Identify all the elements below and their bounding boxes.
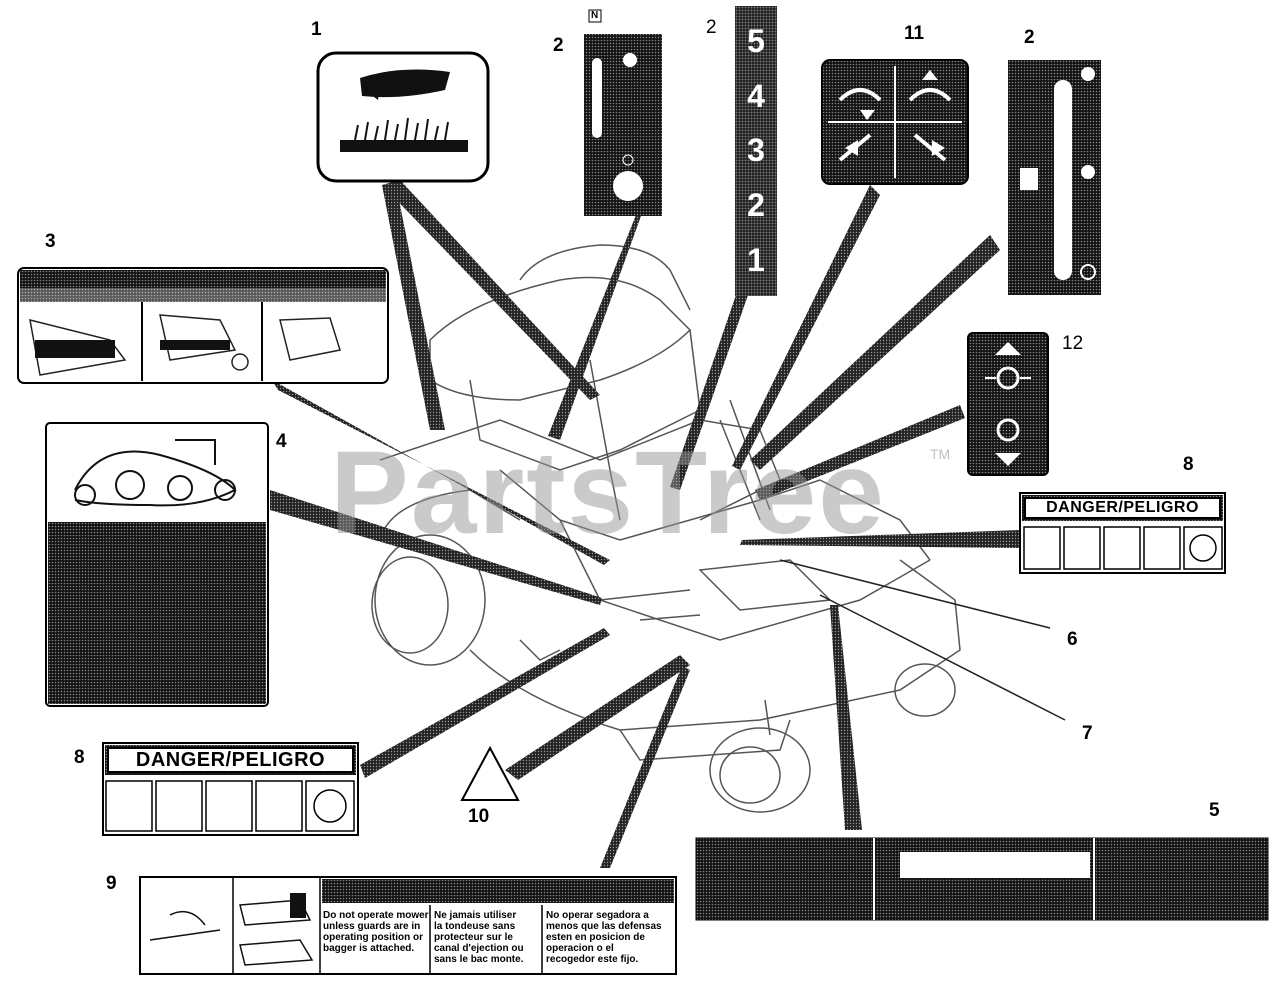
callout-1: 1 [311,19,322,40]
leader-8a [740,530,1020,548]
decal-2-throttle-strip [584,9,662,216]
leader-2c [750,235,1000,470]
guard-es-line-1: No operar segadora a [546,910,649,921]
speed-step-1: 1 [747,242,765,279]
leader-3 [272,380,610,565]
callout-2c: 2 [1024,27,1035,48]
callout-5: 5 [1209,800,1220,821]
decal-5-warning-strip [695,837,1269,921]
guard-es-line-5: recogedor este fijo. [546,954,639,965]
callout-10: 10 [468,806,490,827]
leader-2b [670,295,748,490]
callout-12: 12 [1062,333,1084,354]
speed-step-5: 5 [747,22,765,59]
guard-text-french: Ne jamais utiliser la tondeuse sans prot… [434,910,542,965]
danger-label-8b: DANGER/PELIGRO [135,749,326,771]
leader-2a [548,205,645,440]
danger-banner-8b: DANGER/PELIGRO [107,747,354,773]
leader-8b [360,628,610,778]
neutral-label: N [591,10,599,21]
decal-10-triangle [460,745,520,801]
guard-en-line-3: operating position or [323,932,423,943]
guard-en-line-1: Do not operate mower [323,910,429,921]
guard-es-line-2: menos que las defensas [546,921,662,932]
leader-lines [779,559,1066,721]
leader-11 [732,185,880,470]
decal-11-steering [821,59,969,185]
decal-9-guard-warning [139,876,677,975]
decal-1-blade-hand [316,51,490,183]
leader-10 [505,655,690,780]
leader-4 [270,490,602,605]
callout-2b: 2 [706,17,717,38]
decal-4-belt-routing [45,422,269,707]
guard-fr-line-3: protecteur sur le [434,932,513,943]
watermark: PartsTree [330,427,886,559]
leader-12 [755,405,965,500]
speed-step-4: 4 [747,77,765,114]
leader-9 [600,666,690,868]
callout-9: 9 [106,873,117,894]
leader-5 [830,605,862,830]
decal-2-fuel-strip [1008,60,1101,295]
danger-banner-8a: DANGER/PELIGRO [1024,497,1221,519]
decal-3-hazard-panel [17,267,389,384]
speed-step-2: 2 [747,187,765,224]
guard-text-spanish: No operar segadora a menos que las defen… [546,910,674,965]
leader-1a [382,185,445,430]
guard-fr-line-4: canal d'ejection ou [434,943,524,954]
guard-es-line-4: operacion o el [546,943,614,954]
callout-11: 11 [904,23,925,44]
speed-step-3: 3 [747,132,765,169]
callout-7: 7 [1082,723,1093,744]
guard-es-line-3: esten en posicion de [546,932,645,943]
leader-7 [819,594,1066,721]
guard-fr-line-1: Ne jamais utiliser [434,910,517,921]
guard-text-english: Do not operate mower unless guards are i… [323,910,429,954]
callout-2a: 2 [553,35,564,56]
leader-wedges [270,180,1020,868]
leader-6 [779,559,1051,629]
leader-1b [382,180,600,400]
guard-fr-line-2: la tondeuse sans [434,921,516,932]
callout-8b: 8 [74,747,85,768]
callout-8a: 8 [1183,454,1194,475]
callout-4: 4 [276,431,287,452]
decal-2-speed-selector: 5 4 3 2 1 [735,6,777,296]
callout-3: 3 [45,231,56,252]
watermark-tm: TM [930,446,951,462]
guard-fr-line-5: sans le bac monte. [434,954,524,965]
guard-en-line-4: bagger is attached. [323,943,415,954]
callout-6: 6 [1067,629,1078,650]
guard-en-line-2: unless guards are in [323,921,421,932]
danger-label-8a: DANGER/PELIGRO [1046,499,1199,516]
decal-12-lift [967,332,1049,476]
